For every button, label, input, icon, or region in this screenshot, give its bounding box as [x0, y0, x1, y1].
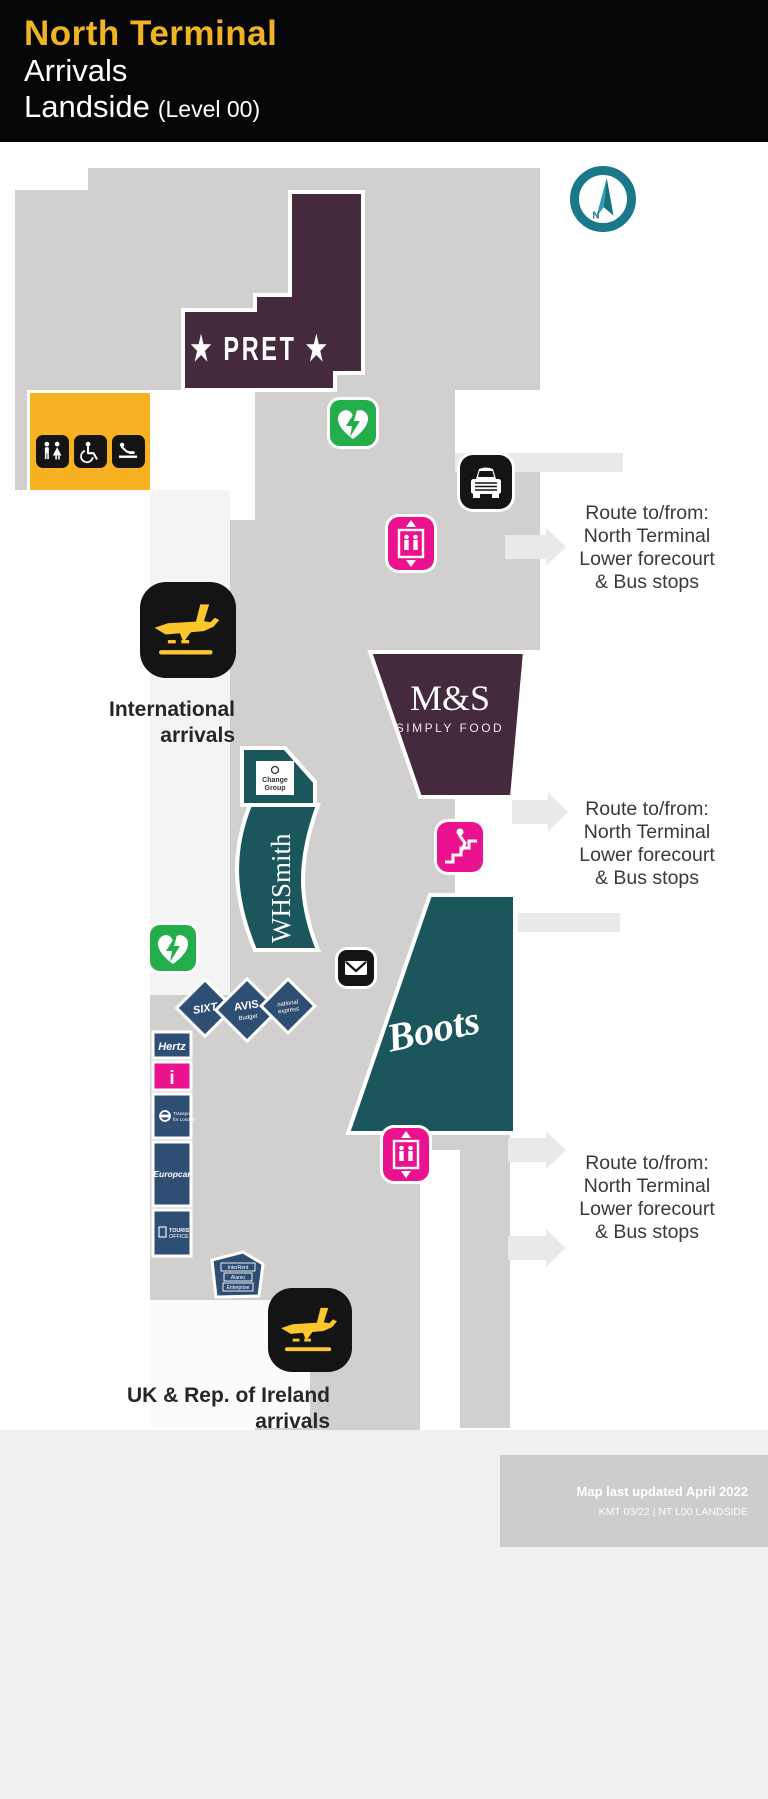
route-bar-2	[518, 913, 620, 932]
toilets-icon	[35, 435, 69, 468]
international-arrivals-label-line2: arrivals	[160, 724, 235, 747]
route-note-1-line3: Lower forecourt	[579, 548, 715, 570]
international-arrivals-label: International arrivals	[40, 697, 235, 749]
level-label: (Level 00)	[157, 96, 261, 122]
header-subtitle-arrivals: Arrivals	[24, 53, 128, 88]
international-arrivals-icon	[140, 582, 236, 678]
rental-desk-small: InterRent Alamo Enterprise	[210, 1250, 265, 1299]
globe-icon	[270, 765, 280, 775]
route-note-1-line1: Route to/from:	[585, 502, 709, 524]
tourist-office-desk: TOURIST OFFICE	[151, 1208, 193, 1258]
page-title: North Terminal	[24, 14, 278, 53]
tfl-label-1: Transport	[173, 1111, 193, 1116]
rental-desk-national-express: national express	[259, 977, 317, 1035]
route-note-2-line1: Route to/from:	[585, 798, 709, 820]
international-arrivals-label-line1: International	[108, 698, 235, 721]
header: North Terminal Arrivals Landside (Level 0…	[0, 0, 768, 142]
rental-desk-sixt: SIXT	[174, 977, 236, 1039]
national-express-label-2: express	[278, 1007, 300, 1016]
toilets-facilities-block	[30, 393, 150, 490]
shop-whsmith-label: WHSmith	[266, 833, 296, 943]
route-note-3-line1: Route to/from:	[585, 1152, 709, 1174]
defibrillator-icon	[330, 400, 376, 446]
shop-ms	[367, 650, 528, 799]
rental-small-label-3: Enterprise	[227, 1285, 250, 1291]
defibrillator-icon-2	[150, 925, 196, 971]
rental-budget-label: Budget	[238, 1014, 258, 1023]
national-express-label-1: national	[277, 999, 299, 1008]
header-subtitle-landside: Landside (Level 00)	[24, 89, 260, 125]
map-area-lower-right-corridor	[455, 1133, 510, 1428]
rental-sixt-label: SIXT	[192, 1001, 219, 1017]
lift-icon	[388, 517, 434, 570]
route-note-1-line2: North Terminal	[583, 525, 711, 547]
map-reference-code: KMT 03/22 | NT L00 LANDSIDE	[598, 1506, 748, 1518]
shop-ms-sublabel: SIMPLY FOOD	[396, 721, 504, 735]
information-icon: i	[169, 1068, 174, 1089]
uk-arrivals-label-line1: UK & Rep. of Ireland	[126, 1384, 330, 1407]
rental-avis-label: AVIS	[233, 998, 259, 1013]
escalator-icon	[437, 822, 483, 872]
tfl-roundel-bar	[159, 1114, 171, 1118]
information-desk	[151, 1060, 193, 1092]
route-arrow-2	[512, 793, 568, 831]
footer: Map last updated April 2022 KMT 03/22 | …	[0, 1430, 768, 1799]
compass-icon: N	[570, 166, 636, 232]
map-cutout-3	[420, 1150, 460, 1428]
shop-boots	[345, 893, 517, 1135]
uk-arrivals-icon	[268, 1288, 352, 1372]
route-note-2: Route to/from: North Terminal Lower fore…	[528, 798, 766, 890]
map-info-box: Map last updated April 2022 KMT 03/22 | …	[500, 1455, 768, 1547]
route-arrow-3b	[508, 1229, 566, 1267]
route-note-3-line2: North Terminal	[583, 1175, 711, 1197]
change-group-label-1: Change	[262, 777, 288, 784]
route-note-2-line3: Lower forecourt	[579, 844, 715, 866]
route-arrow-1	[505, 528, 566, 566]
rental-desk-avis-budget: AVIS Budget	[213, 976, 281, 1044]
tfl-desk: Transport for London	[151, 1092, 195, 1140]
landside-label: Landside	[24, 89, 150, 124]
route-note-3-line3: Lower forecourt	[579, 1198, 715, 1220]
uk-arrivals-label: UK & Rep. of Ireland arrivals	[60, 1383, 330, 1435]
lift-icon-2	[383, 1128, 429, 1181]
rental-desk-europcar	[151, 1140, 193, 1208]
tourist-office-label-2: OFFICE	[169, 1234, 189, 1240]
change-group-label-2: Group	[265, 785, 286, 792]
rental-small-label-2: Alamo	[231, 1275, 245, 1281]
baby-change-icon	[111, 435, 145, 468]
map-updated-label: Map last updated April 2022	[576, 1484, 748, 1499]
shop-pret	[181, 190, 365, 392]
rental-hertz-label: Hertz	[158, 1041, 186, 1053]
shop-ms-label: M&S	[410, 678, 490, 718]
compass-north-label: N	[593, 211, 600, 222]
route-arrow-3a	[508, 1131, 566, 1169]
uk-arrivals-label-line2: arrivals	[255, 1410, 330, 1433]
tfl-label-2: for London	[173, 1117, 195, 1122]
shop-pret-label: ★ PRET ★	[191, 331, 330, 368]
route-note-3: Route to/from: North Terminal Lower fore…	[528, 1152, 766, 1244]
rental-small-label-1: InterRent	[228, 1265, 249, 1271]
map-cutout-2	[150, 490, 230, 995]
rental-desk-hertz	[151, 1030, 193, 1060]
map-cutout-1	[455, 390, 540, 455]
route-note-1-line4: & Bus stops	[594, 571, 700, 593]
tourist-office-icon	[158, 1226, 167, 1238]
route-note-3-line4: & Bus stops	[594, 1221, 700, 1243]
route-note-2-line2: North Terminal	[583, 821, 711, 843]
tourist-office-label-1: TOURIST	[169, 1228, 193, 1234]
route-note-2-line4: & Bus stops	[594, 867, 700, 889]
rental-europcar-label: Europcar	[153, 1169, 191, 1179]
taxi-icon	[460, 455, 512, 509]
route-note-1: Route to/from: North Terminal Lower fore…	[528, 502, 766, 594]
accessible-icon	[73, 435, 107, 468]
shop-whsmith	[235, 803, 321, 952]
postbox-icon	[338, 950, 374, 986]
